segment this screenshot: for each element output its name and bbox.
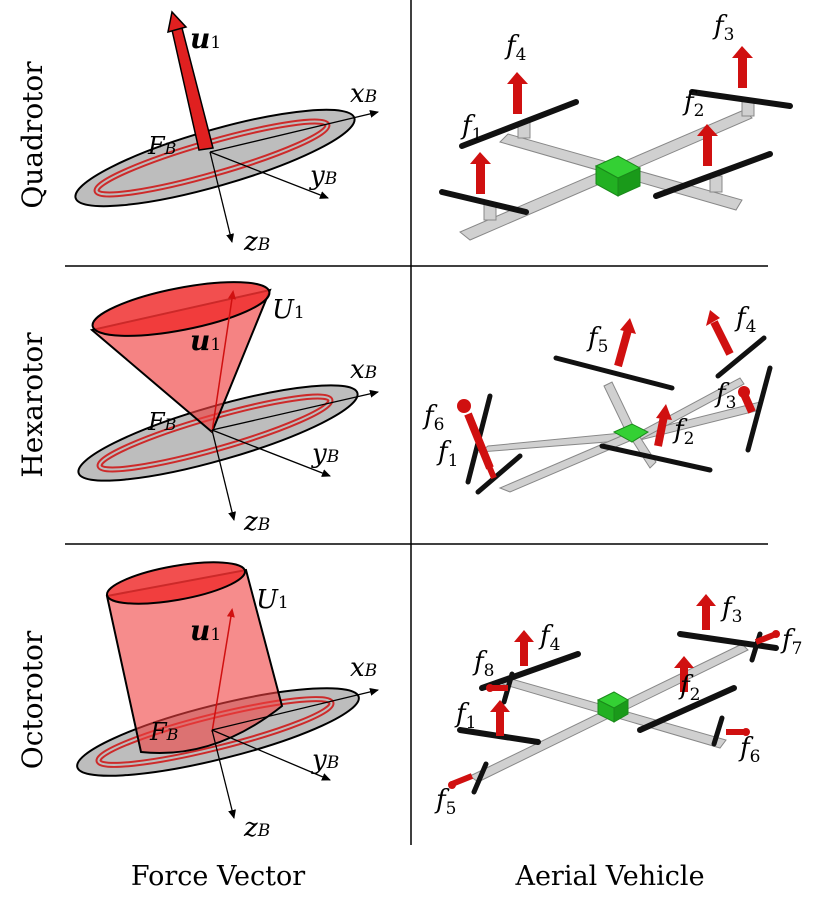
hexarotor-vehicle	[457, 310, 773, 495]
oct-f5-label: f5	[434, 785, 456, 819]
column-label-force-vector: Force Vector	[131, 861, 305, 892]
hex-x-axis-label: xB	[350, 355, 377, 385]
oct-f2-label: f2	[678, 671, 700, 705]
oct-f1-label: f1	[454, 699, 476, 733]
hex-z-axis-label: zB	[243, 507, 270, 537]
quad-f4-label: f4	[504, 31, 526, 65]
oct-f8-label: f8	[472, 647, 494, 681]
hex-f6-label: f6	[422, 401, 444, 435]
oct-frame-label: FB	[149, 718, 179, 746]
oct-y-axis-label: yB	[311, 745, 339, 775]
hex-f1-label: f1	[436, 437, 458, 471]
row-label-quadrotor: Quadrotor	[16, 61, 49, 209]
hex-set-label: U1	[272, 295, 305, 325]
oct-z-axis-label: zB	[243, 813, 270, 843]
row-label-hexarotor: Hexarotor	[16, 332, 49, 478]
quad-force-vector-diagram	[74, 10, 379, 243]
hex-force-vector-diagram	[77, 281, 379, 521]
octorotor-vehicle	[448, 594, 780, 795]
quad-f3-label: f3	[712, 11, 734, 45]
quad-z-axis-label: zB	[243, 227, 270, 257]
hex-frame-label: FB	[147, 408, 177, 436]
quad-frame-label: FB	[147, 132, 177, 160]
oct-force-vector-diagram	[76, 561, 379, 819]
oct-force-label: u1	[190, 614, 221, 647]
oct-f4-label: f4	[538, 621, 560, 655]
hex-y-axis-label: yB	[311, 439, 339, 469]
column-label-aerial-vehicle: Aerial Vehicle	[514, 861, 704, 892]
oct-x-axis-label: xB	[350, 653, 377, 683]
quad-x-axis-label: xB	[350, 79, 377, 109]
oct-f3-label: f3	[720, 593, 742, 627]
quadrotor-vehicle	[439, 46, 793, 241]
oct-f7-label: f7	[780, 625, 802, 659]
quad-force-label: u1	[190, 22, 221, 55]
row-label-octorotor: Octorotor	[16, 630, 49, 769]
hex-force-label: u1	[190, 324, 221, 357]
oct-set-label: U1	[256, 585, 289, 615]
oct-f6-label: f6	[738, 733, 760, 767]
quad-y-axis-label: yB	[309, 161, 337, 191]
hex-f4-label: f4	[734, 303, 756, 337]
hex-f5-label: f5	[586, 323, 608, 357]
quad-f1-label: f1	[460, 111, 482, 145]
